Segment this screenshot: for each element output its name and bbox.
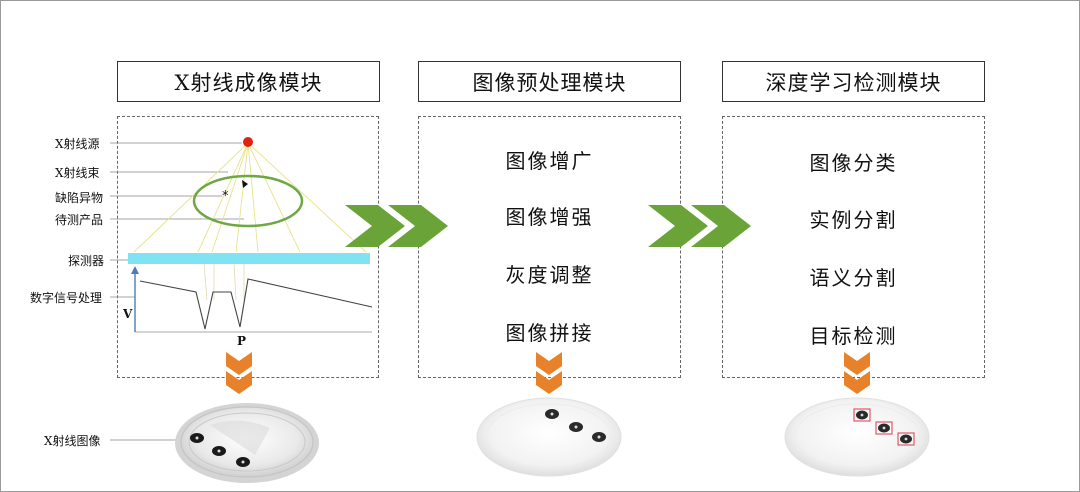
axis-label-v: V	[123, 307, 133, 321]
xray-source-dot	[243, 137, 253, 147]
label-detector: 探测器	[68, 254, 105, 268]
detection-result-dish	[784, 397, 930, 477]
preprocess-item-enhance: 图像增强	[505, 205, 594, 229]
deep-learning-module-header: 深度学习检测模块	[722, 61, 985, 102]
label-signal-processing: 数字信号处理	[30, 291, 103, 305]
green-arrow-2-icon	[648, 205, 751, 247]
detector-bar	[128, 253, 370, 264]
xray-imaging-module-header: X射线成像模块	[117, 61, 380, 102]
preprocess-item-augment: 图像增广	[505, 149, 594, 173]
deep-learning-panel: 图像分类 实例分割 语义分割 目标检测	[722, 116, 985, 378]
defect-star-icon: *	[222, 189, 229, 204]
image-preprocess-module-header: 图像预处理模块	[418, 61, 681, 102]
signal-curve	[139, 278, 373, 330]
label-xray-source: X射线源	[55, 137, 100, 151]
label-product: 待测产品	[55, 213, 104, 227]
preprocessed-image-dish	[476, 397, 622, 477]
label-leader-lines	[110, 142, 244, 441]
green-arrow-1-icon	[345, 205, 448, 247]
axis-label-p: P	[237, 334, 247, 348]
orange-arrow-2-icon	[536, 352, 562, 394]
xray-image-dish	[175, 403, 319, 483]
xray-beam-lines	[133, 142, 367, 253]
projection-lines	[203, 262, 245, 301]
orange-arrow-1-icon	[226, 352, 252, 394]
dl-item-detection: 目标检测	[809, 324, 898, 348]
dl-item-classification: 图像分类	[809, 151, 898, 175]
preprocess-item-gray: 灰度调整	[505, 263, 594, 287]
defect-triangle-icon	[242, 180, 248, 188]
label-xray-image: X射线图像	[44, 434, 101, 448]
orange-arrow-3-icon	[844, 352, 870, 394]
detection-bounding-boxes	[853, 408, 915, 446]
label-xray-beam: X射线束	[55, 166, 100, 180]
preprocess-item-stitch: 图像拼接	[505, 321, 594, 345]
signal-axes	[131, 266, 372, 333]
dl-item-instance-seg: 实例分割	[809, 208, 898, 232]
dl-item-semantic-seg: 语义分割	[809, 266, 898, 290]
label-defect: 缺陷异物	[55, 191, 104, 205]
product-ellipse	[192, 174, 304, 228]
